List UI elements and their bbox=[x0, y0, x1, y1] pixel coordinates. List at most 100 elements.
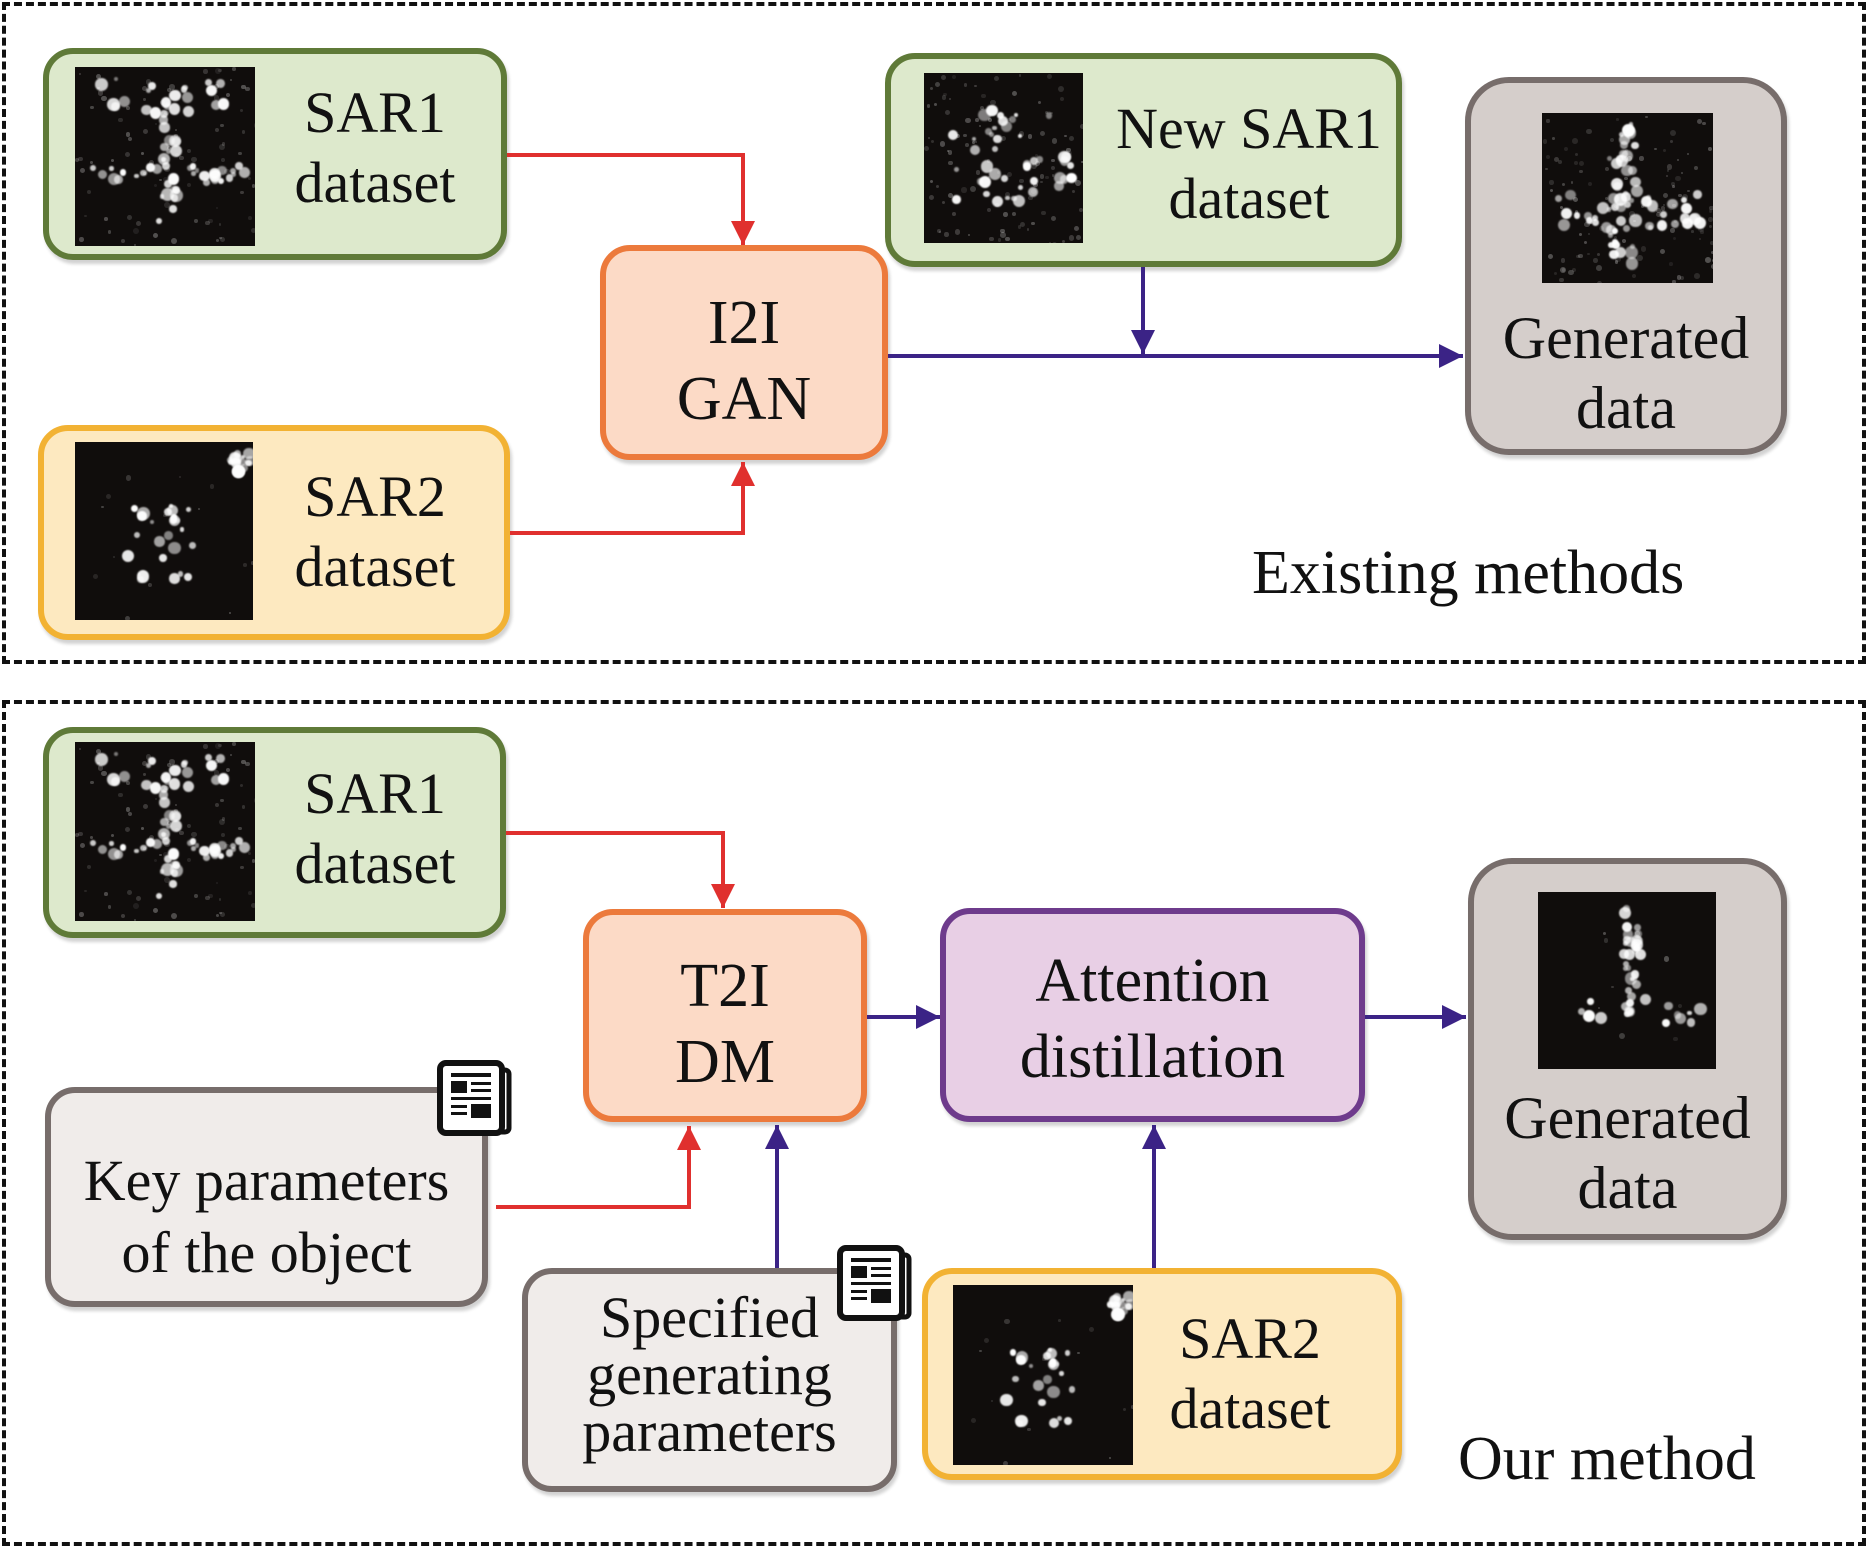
speckle bbox=[1028, 134, 1033, 139]
speckle bbox=[987, 207, 992, 213]
speckle bbox=[1011, 212, 1016, 217]
scatter-point bbox=[1005, 195, 1010, 201]
speckle bbox=[1663, 956, 1670, 963]
speckle bbox=[1677, 193, 1682, 198]
scatter-point bbox=[1687, 1010, 1692, 1016]
scatter-point bbox=[1647, 224, 1654, 230]
speckle bbox=[110, 833, 115, 838]
scatter-point bbox=[169, 516, 178, 524]
scatter-point bbox=[1641, 196, 1652, 207]
speckle bbox=[1694, 272, 1700, 279]
label-line: data bbox=[1576, 375, 1676, 441]
speckle bbox=[220, 236, 226, 242]
speckle bbox=[1035, 153, 1039, 158]
speckle bbox=[954, 229, 961, 236]
speckle bbox=[148, 583, 152, 587]
speckle bbox=[125, 106, 130, 110]
scatter-point bbox=[947, 129, 959, 140]
speckle bbox=[229, 612, 232, 615]
speckle bbox=[1698, 237, 1701, 241]
scatter-point bbox=[170, 869, 178, 877]
scatter-point bbox=[159, 122, 170, 133]
speckle bbox=[961, 187, 967, 193]
scatter-point bbox=[969, 144, 980, 155]
speckle bbox=[136, 221, 142, 227]
scatter-point bbox=[119, 95, 131, 108]
scatter-point bbox=[1125, 1302, 1133, 1310]
speckle bbox=[1705, 257, 1712, 263]
speckle bbox=[1603, 938, 1609, 943]
scatter-point bbox=[150, 782, 162, 794]
scatter-point bbox=[1608, 232, 1614, 238]
scatter-point bbox=[154, 536, 165, 547]
speckle bbox=[124, 616, 130, 620]
speckle bbox=[1039, 174, 1045, 179]
t2i-dm-label: T2I DM bbox=[583, 955, 867, 1093]
speckle bbox=[170, 237, 177, 244]
speckle bbox=[1075, 180, 1082, 187]
scatter-point bbox=[980, 160, 994, 173]
scatter-point bbox=[191, 846, 196, 851]
speckle bbox=[934, 81, 941, 88]
scatter-point bbox=[1693, 189, 1702, 199]
speckle bbox=[1005, 236, 1010, 241]
scatter-point bbox=[1611, 227, 1619, 235]
scatter-point bbox=[218, 177, 224, 184]
scatter-point bbox=[162, 836, 171, 845]
scatter-point bbox=[983, 190, 990, 198]
speckle bbox=[174, 128, 178, 132]
speckle bbox=[209, 483, 215, 489]
scatter-point bbox=[1001, 175, 1008, 182]
speckle bbox=[1610, 137, 1615, 142]
speckle bbox=[216, 881, 219, 884]
scatter-point bbox=[1000, 121, 1012, 133]
speckle bbox=[89, 835, 93, 839]
speckle bbox=[1654, 147, 1657, 151]
speckle bbox=[1693, 165, 1698, 170]
scatter-point bbox=[1555, 195, 1563, 203]
scatter-point bbox=[1009, 1348, 1017, 1356]
speckle bbox=[215, 127, 220, 132]
speckle bbox=[107, 230, 112, 234]
speckle bbox=[1558, 277, 1564, 283]
speckle bbox=[153, 858, 158, 863]
speckle bbox=[126, 889, 132, 895]
speckle bbox=[1003, 212, 1008, 217]
scatter-point bbox=[215, 754, 225, 764]
speckle bbox=[1698, 226, 1704, 232]
speckle bbox=[224, 843, 230, 850]
scatter-point bbox=[1030, 176, 1038, 185]
speckle bbox=[1663, 204, 1666, 207]
scatter-point bbox=[1627, 992, 1637, 1002]
scatter-point bbox=[989, 132, 994, 137]
speckle bbox=[1047, 74, 1053, 80]
speckle bbox=[965, 117, 971, 124]
key-parameters-box bbox=[45, 1087, 488, 1307]
speckle bbox=[145, 79, 152, 85]
scatter-point bbox=[1068, 1386, 1076, 1393]
speckle bbox=[79, 237, 84, 242]
speckle bbox=[987, 117, 993, 122]
speckle bbox=[1077, 1351, 1080, 1355]
speckle bbox=[221, 832, 225, 837]
speckle bbox=[1675, 175, 1681, 182]
speckle bbox=[1707, 216, 1713, 222]
speckle bbox=[124, 826, 131, 833]
speckle bbox=[215, 238, 220, 243]
scatter-point bbox=[971, 136, 976, 142]
speckle bbox=[241, 805, 246, 809]
scatter-point bbox=[1054, 1361, 1059, 1367]
speckle bbox=[153, 183, 158, 188]
scatter-point bbox=[1047, 1347, 1052, 1352]
speckle bbox=[1122, 1407, 1127, 1412]
speckle bbox=[78, 747, 81, 750]
scatter-point bbox=[165, 148, 172, 155]
speckle bbox=[241, 759, 246, 764]
scatter-point bbox=[1630, 970, 1640, 980]
speckle bbox=[229, 754, 233, 757]
speckle bbox=[935, 184, 940, 189]
scatter-point bbox=[137, 511, 147, 521]
speckle bbox=[248, 176, 252, 181]
speckle bbox=[93, 573, 98, 579]
scatter-point bbox=[1607, 155, 1613, 162]
